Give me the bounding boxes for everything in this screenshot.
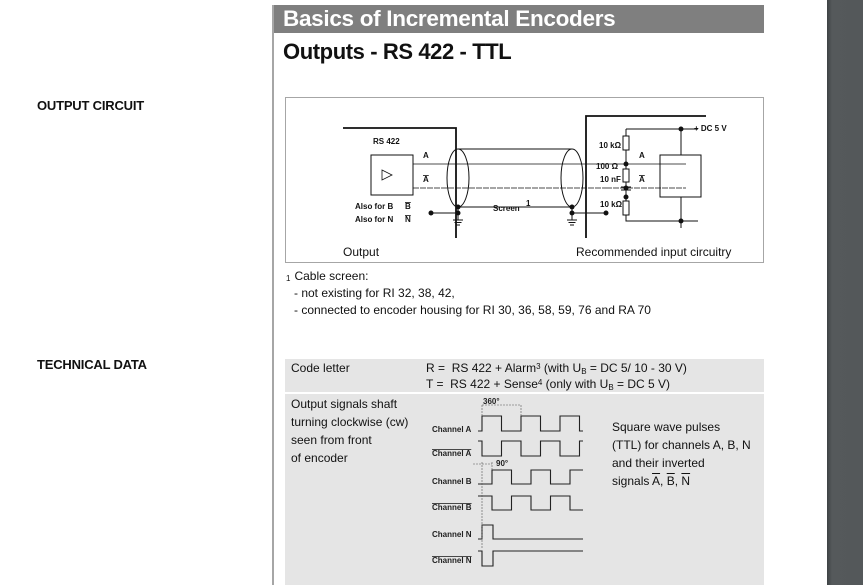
phase-label: 90° xyxy=(496,459,508,468)
footnote-item: - connected to encoder housing for RI 30… xyxy=(294,303,651,317)
output-circuit-diagram: RS 422 A A Also for B B Also for N N Scr… xyxy=(285,97,764,263)
signal-a-bar: A xyxy=(652,474,661,488)
driver-triangle-icon xyxy=(381,169,393,181)
code-t-post: = DC 5 V) xyxy=(613,377,671,391)
also-b-label: Also for B xyxy=(355,202,393,211)
label-line: Output signals shaft xyxy=(291,397,398,411)
channel-label: Channel A xyxy=(432,449,471,458)
channel-label: Channel B xyxy=(432,477,472,486)
timing-diagram: 360° 90° Channel A Channel A Channel B C… xyxy=(432,397,583,567)
driver-box xyxy=(370,154,414,196)
r3-label: 10 kΩ xyxy=(600,200,623,209)
signals-prefix: signals xyxy=(612,474,653,488)
also-n-bar: N xyxy=(405,215,411,224)
receiver-box xyxy=(659,154,702,198)
output-signals-label: Output signals shaft turning clockwise (… xyxy=(291,395,408,467)
footnote-title: Cable screen: xyxy=(294,269,369,283)
code-t-sup: 4 xyxy=(537,378,543,387)
code-t-pre: RS 422 + Sense xyxy=(450,377,538,391)
technical-data-table: Code letter R = RS 422 + Alarm3 (with UB… xyxy=(285,359,764,585)
section-output-circuit: OUTPUT CIRCUIT xyxy=(37,98,144,113)
page-title: Basics of Incremental Encoders xyxy=(283,6,616,31)
output-caption: Output xyxy=(343,245,380,259)
circuit-svg: RS 422 A A Also for B B Also for N N Scr… xyxy=(343,115,731,259)
ground-icon-right xyxy=(567,213,577,226)
channel-label: Channel A xyxy=(432,425,471,434)
page-subtitle: Outputs - RS 422 - TTL xyxy=(283,39,512,64)
desc-line: (TTL) for channels A, B, N xyxy=(612,438,751,452)
driver-label: RS 422 xyxy=(373,137,400,146)
resistor-10k-bottom xyxy=(622,200,630,216)
signal-n-bar: N xyxy=(681,474,691,488)
rx-a-bar-label: A xyxy=(639,175,645,184)
channel-label: Channel B xyxy=(432,503,472,512)
also-n-label: Also for N xyxy=(355,215,393,224)
code-letter-label: Code letter xyxy=(291,361,350,375)
resistor-10k-top xyxy=(622,135,630,151)
r1-label: 10 kΩ xyxy=(599,141,622,150)
desc-line-signals: signals A, B, N xyxy=(612,474,691,488)
label-line: of encoder xyxy=(291,451,348,465)
output-housing-line xyxy=(343,127,457,238)
cable-end-left xyxy=(446,148,470,208)
label-line: turning clockwise (cw) xyxy=(291,415,409,429)
resistor-100 xyxy=(622,168,630,183)
ground-icon-left xyxy=(453,213,463,226)
code-r-pre: RS 422 + Alarm xyxy=(451,361,537,375)
desc-line: and their inverted xyxy=(612,456,705,470)
line-a-bar-label: A xyxy=(423,175,429,184)
screen-sup: 1 xyxy=(526,199,531,208)
cable-end-right xyxy=(560,148,584,208)
supply-label: + DC 5 V xyxy=(694,124,727,133)
footnote-item: - not existing for RI 32, 38, 42, xyxy=(294,286,455,300)
c-label: 10 nF xyxy=(600,175,621,184)
code-letter-r: R = RS 422 + Alarm3 (with UB = DC 5/ 10 … xyxy=(426,359,687,379)
screen-label: Screen xyxy=(493,204,520,213)
wave-channel-n-bar xyxy=(478,550,583,567)
input-caption: Recommended input circuitry xyxy=(576,245,731,259)
wave-channel-a-bar xyxy=(478,440,583,457)
period-label: 360° xyxy=(483,397,500,406)
page-left-rule xyxy=(272,5,274,585)
signal-description: Square wave pulses (TTL) for channels A,… xyxy=(612,418,751,490)
screen-wire-left xyxy=(431,207,459,214)
wave-channel-b-bar xyxy=(478,495,583,511)
wave-channel-a xyxy=(478,415,583,432)
also-b-bar: B xyxy=(405,202,411,211)
label-line: seen from front xyxy=(291,433,372,447)
code-r-letter: R = xyxy=(426,361,446,375)
viewer-scrollbar-area[interactable] xyxy=(827,0,863,585)
wave-channel-n xyxy=(478,524,583,540)
channel-label: Channel N xyxy=(432,556,472,565)
page-header-bar: Basics of Incremental Encoders xyxy=(274,5,764,33)
section-technical-data: TECHNICAL DATA xyxy=(37,357,147,372)
wave-channel-b xyxy=(478,469,583,485)
code-t-mid: (only with U xyxy=(542,377,609,391)
desc-line: Square wave pulses xyxy=(612,420,721,434)
code-r-sub: B xyxy=(581,367,587,376)
code-t-sub: B xyxy=(608,383,614,392)
r2-label: 100 Ω xyxy=(596,162,619,171)
line-a-label: A xyxy=(423,151,429,160)
footnote-marker: 1 xyxy=(286,274,291,283)
code-r-sup: 3 xyxy=(536,362,541,371)
code-letter-t: T = RS 422 + Sense4 (only with UB = DC 5… xyxy=(426,375,670,395)
row-divider xyxy=(285,392,764,394)
code-t-letter: T = xyxy=(426,377,444,391)
channel-label: Channel N xyxy=(432,530,472,539)
signal-b-bar: B xyxy=(666,474,675,488)
code-r-mid: (with U xyxy=(540,361,582,375)
rx-a-label: A xyxy=(639,151,645,160)
input-housing-line xyxy=(585,115,706,238)
code-r-post: = DC 5/ 10 - 30 V) xyxy=(586,361,687,375)
